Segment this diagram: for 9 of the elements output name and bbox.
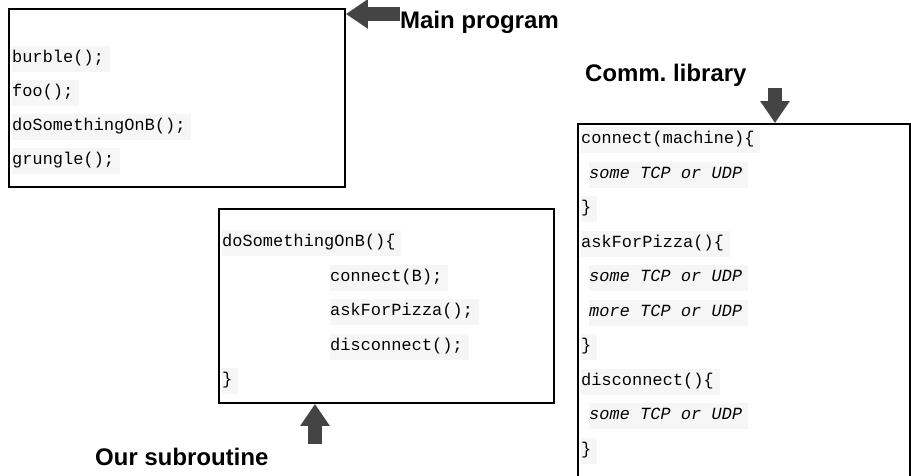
block-arrow xyxy=(346,0,400,29)
block-arrow xyxy=(760,88,790,123)
block-arrow xyxy=(300,404,330,444)
code-box xyxy=(8,8,346,188)
code-box xyxy=(577,123,911,476)
heading-label: Our subroutine xyxy=(95,444,327,472)
heading-label: Comm. library xyxy=(585,60,790,88)
heading-label: Main program xyxy=(400,7,559,35)
code-box xyxy=(218,208,555,404)
